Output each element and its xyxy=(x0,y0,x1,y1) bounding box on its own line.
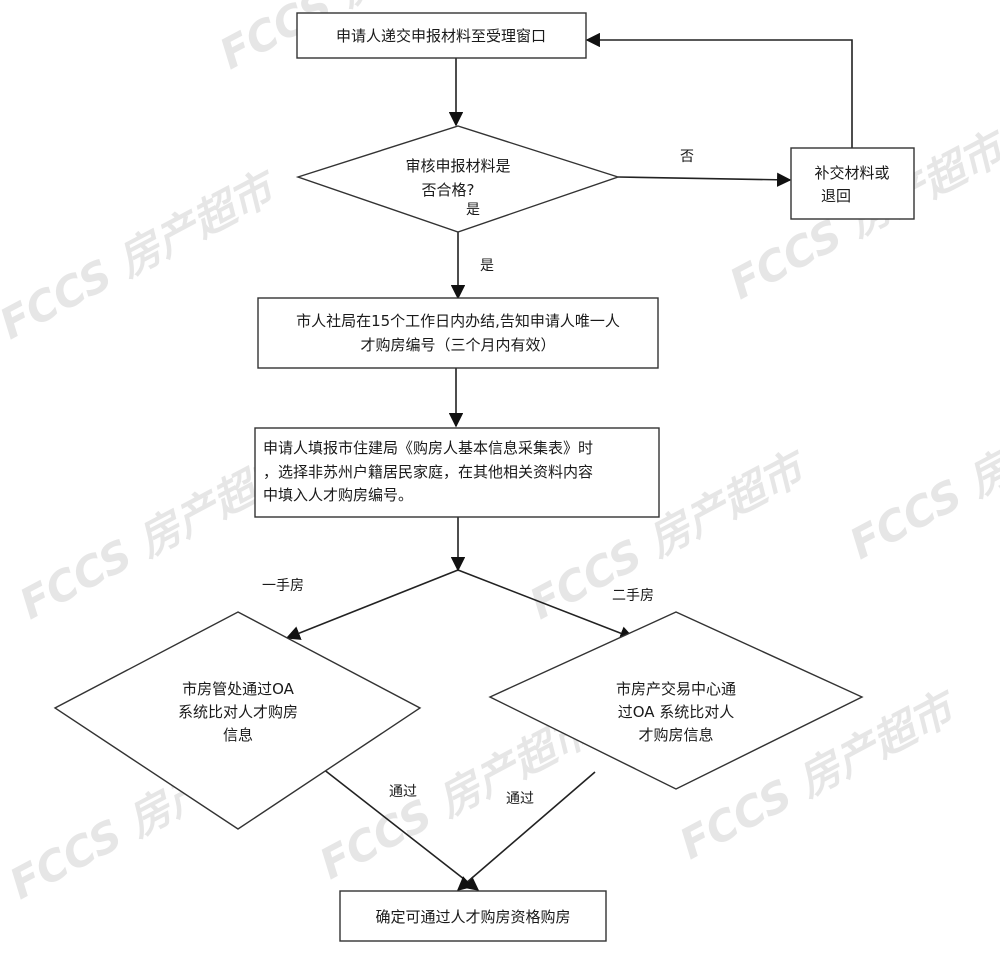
review-diamond xyxy=(295,125,621,233)
second-house-text-line2: 过OA 系统比对人 xyxy=(618,703,735,721)
supplement-text-line2: 退回 xyxy=(821,187,851,205)
label-no: 否 xyxy=(680,149,694,165)
form-text-line1: 申请人填报市住建局《购房人基本信息采集表》时 xyxy=(263,439,593,457)
arrow-new-house-to-result xyxy=(317,764,480,891)
bureau-box xyxy=(257,297,659,369)
review-text-line1: 审核申报材料是 xyxy=(405,157,510,175)
arrow-second-house-to-result xyxy=(456,771,596,891)
label-yes: 是 xyxy=(480,258,494,274)
label-first-hand: 一手房 xyxy=(262,578,304,594)
result-box xyxy=(339,890,607,942)
form-box xyxy=(254,427,660,518)
submit-text: 申请人递交申报材料至受理窗口 xyxy=(336,27,546,45)
label-second-hand: 二手房 xyxy=(612,588,654,604)
new-house-text-line2: 系统比对人才购房 xyxy=(178,703,298,721)
second-house-diamond xyxy=(488,611,864,790)
supplement-box xyxy=(790,147,915,220)
new-house-text-line3: 信息 xyxy=(223,726,253,744)
watermark: FCCS 房产超市 xyxy=(0,161,287,349)
nodes xyxy=(53,12,915,942)
label-yes-inside: 是 xyxy=(466,202,480,218)
bureau-text-line2: 才购房编号（三个月内有效） xyxy=(360,336,555,354)
new-house-diamond xyxy=(53,611,422,830)
watermark: FCCS 房产超市 xyxy=(842,381,1000,569)
form-text-line2: ，选择非苏州户籍居民家庭，在其他相关资料内容 xyxy=(263,463,593,481)
submit-box xyxy=(296,12,587,59)
label-pass-left: 通过 xyxy=(389,784,417,800)
arrow-split-to-second-house xyxy=(457,569,635,641)
new-house-text-line1: 市房管处通过OA xyxy=(182,680,295,698)
label-pass-right: 通过 xyxy=(506,791,534,807)
arrow-supplement-back-to-submit xyxy=(585,32,853,148)
arrow-review-to-supplement xyxy=(617,172,792,187)
arrow-split-to-new-house xyxy=(285,569,459,640)
edge-labels: 否 是 是 一手房 二手房 通过 通过 xyxy=(262,149,694,807)
bureau-text-line1: 市人社局在15个工作日内办结,告知申请人唯一人 xyxy=(296,312,620,330)
supplement-text-line1: 补交材料或 xyxy=(814,164,889,182)
second-house-text-line3: 才购房信息 xyxy=(638,726,713,744)
second-house-text-line1: 市房产交易中心通 xyxy=(616,680,736,698)
node-text: 申请人递交申报材料至受理窗口 审核申报材料是 否合格? 补交材料或 退回 市人社… xyxy=(178,27,890,926)
form-text-line3: 中填入人才购房编号。 xyxy=(263,486,413,504)
connectors xyxy=(285,32,853,891)
review-text-line2: 否合格? xyxy=(422,181,475,199)
result-text: 确定可通过人才购房资格购房 xyxy=(375,908,570,926)
